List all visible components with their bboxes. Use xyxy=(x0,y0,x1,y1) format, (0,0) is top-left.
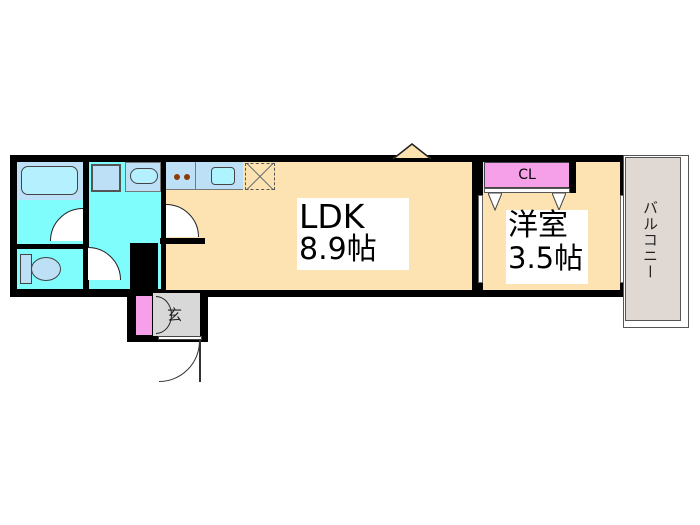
western-name: 洋室 xyxy=(508,208,568,243)
ldk-label: LDK 8.9帖 xyxy=(297,198,409,270)
closet-label: CL xyxy=(518,167,536,183)
washbasin-icon xyxy=(130,168,158,184)
balcony-label: バルコニー xyxy=(641,200,659,280)
closet-door-marker-icon xyxy=(552,193,566,211)
closet-door-rail xyxy=(484,188,570,193)
ldk-name: LDK xyxy=(299,197,365,236)
washing-machine-icon xyxy=(91,164,121,192)
toilet-bowl-icon xyxy=(31,257,61,281)
western-label: 洋室 3.5帖 xyxy=(506,210,588,284)
closet: CL xyxy=(484,162,570,188)
kitchen-sink-icon xyxy=(211,167,235,185)
window-bay-outline-icon xyxy=(392,143,432,160)
stove-divider xyxy=(195,162,196,190)
entrance-door-leaf xyxy=(199,340,201,382)
wall-column xyxy=(130,243,158,297)
western-left-window xyxy=(478,195,483,283)
closet-door-marker-icon xyxy=(488,193,502,211)
bathtub-icon xyxy=(21,166,78,195)
balcony-floor xyxy=(625,157,681,321)
western-size: 3.5帖 xyxy=(508,241,584,275)
closet-wall xyxy=(569,162,576,193)
entrance-label: 玄 xyxy=(167,306,183,324)
entrance-door-frame xyxy=(158,336,202,340)
ldk-size: 8.9帖 xyxy=(299,232,377,267)
shoe-closet xyxy=(136,296,152,335)
refrigerator-space-icon xyxy=(245,163,275,190)
stove-burner-icon xyxy=(184,174,190,180)
stove-burner-icon xyxy=(174,174,180,180)
ldk-partition-wall xyxy=(160,238,205,244)
